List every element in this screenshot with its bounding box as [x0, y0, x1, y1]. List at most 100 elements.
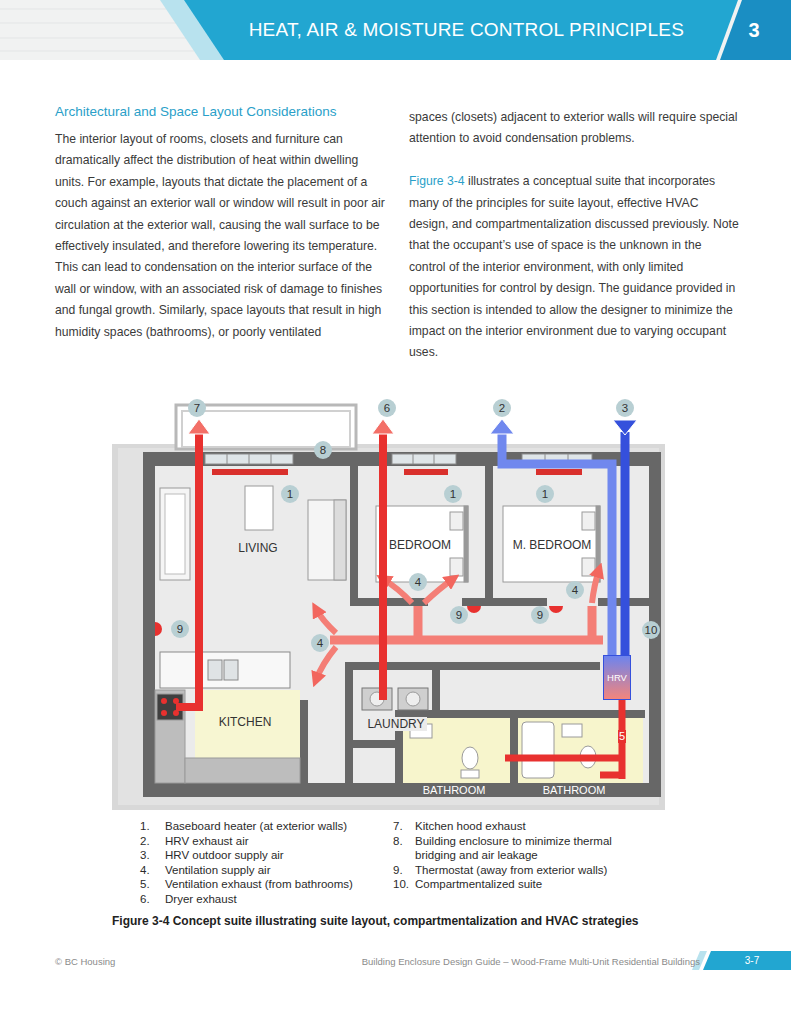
suite-floor	[155, 466, 649, 783]
item-number: 4.	[140, 863, 165, 878]
hrv-exhaust-arrowhead	[490, 419, 514, 434]
walls	[143, 783, 661, 797]
header-band	[0, 0, 791, 60]
furniture	[562, 724, 582, 737]
walls	[350, 466, 358, 598]
figure-caption: Figure 3-4 Concept suite illustrating su…	[112, 914, 639, 928]
furniture	[582, 558, 595, 576]
walls	[485, 598, 547, 606]
furniture	[185, 758, 300, 783]
callout-number: 4	[311, 634, 329, 652]
thermostats	[155, 622, 162, 636]
hrv-exhaust-duct	[502, 432, 612, 655]
room-name: BEDROOM	[389, 538, 451, 552]
furniture	[334, 500, 346, 580]
callout-number: 4	[409, 573, 427, 591]
callout-number: 7	[188, 399, 206, 417]
stove-burners	[161, 698, 167, 704]
furniture	[376, 506, 468, 582]
furniture	[522, 722, 554, 778]
walls	[143, 452, 155, 797]
exhaust-arrowheads	[372, 419, 394, 434]
bathroom-exhaust-duct	[505, 700, 625, 779]
body-text: illustrates a conceptual suite that inco…	[409, 174, 739, 359]
supply-arrows	[592, 570, 599, 603]
footer-tag	[692, 951, 791, 970]
item-text: Kitchen hood exhaust	[415, 819, 640, 834]
walls	[395, 710, 645, 718]
furniture	[450, 512, 463, 530]
callout-number: 9	[171, 620, 189, 638]
legend-item: 8.Building enclosure to minimize thermal…	[393, 834, 640, 863]
item-text: HRV exhaust air	[165, 834, 400, 849]
hrv-supply-duct	[621, 432, 630, 655]
node-text: KITCHEN	[219, 715, 272, 729]
thermostats	[155, 606, 563, 636]
walls	[353, 740, 395, 748]
footer-copyright: © BC Housing	[55, 956, 115, 967]
supply-arrows	[316, 570, 599, 680]
furniture	[160, 488, 190, 580]
furniture	[224, 660, 238, 680]
text-column: spaces (closets) adjacent to exterior wa…	[409, 107, 741, 385]
header-band	[720, 0, 791, 60]
callout-number: 9	[531, 606, 549, 624]
baseboard-heaters	[212, 469, 288, 475]
room-name: LAUNDRY	[365, 717, 426, 731]
callout-number: 2	[493, 399, 511, 417]
footer-tag	[703, 951, 791, 970]
callout-number: 5	[618, 730, 626, 743]
bathroom-exhaust-duct	[505, 700, 625, 779]
hrv-exhaust-duct	[502, 432, 612, 655]
body-paragraph: Figure 3-4 illustrates a conceptual suit…	[409, 171, 741, 364]
callout-number: 4	[566, 581, 584, 599]
item-number: 5.	[140, 877, 165, 892]
thermostats	[549, 606, 563, 613]
body-paragraph: The interior layout of rooms, closets an…	[55, 129, 385, 343]
supply-arrows	[316, 609, 336, 633]
supply-arrows	[424, 579, 453, 603]
item-text: Thermostat (away from exterior walls)	[415, 863, 640, 878]
hrv-unit: HRV	[603, 655, 631, 700]
header-band	[184, 0, 738, 60]
walls	[300, 700, 308, 783]
legend-list: 7.Kitchen hood exhaust8.Building enclosu…	[393, 819, 640, 892]
node-text: M. BEDROOM	[513, 538, 592, 552]
furniture	[160, 652, 290, 688]
legend-item: 2.HRV exhaust air	[140, 834, 400, 849]
item-number: 6.	[140, 892, 165, 907]
baseboard-heaters	[404, 469, 448, 475]
floor-slab	[112, 444, 665, 810]
supply-duct	[330, 606, 603, 640]
hrv-exhaust-arrowhead	[490, 419, 514, 434]
legend-list: 1.Baseboard heater (at exterior walls)2.…	[140, 819, 400, 906]
callout-number: 1	[281, 485, 299, 503]
item-number: 2.	[140, 834, 165, 849]
furniture	[462, 747, 478, 769]
furniture	[208, 660, 222, 680]
walls	[510, 718, 518, 783]
figure-reference: Figure 3-4	[409, 174, 465, 188]
legend-item: 4.Ventilation supply air	[140, 863, 400, 878]
legend-item: 1.Baseboard heater (at exterior walls)	[140, 819, 400, 834]
room-name: BATHROOM	[421, 784, 488, 796]
exhaust-arrowheads	[188, 419, 394, 434]
body-paragraph: spaces (closets) adjacent to exterior wa…	[409, 107, 741, 150]
callout-number: 8	[314, 441, 332, 459]
hrv-supply-arrowhead	[613, 420, 637, 435]
walls	[345, 662, 353, 783]
item-text: Ventilation supply air	[165, 863, 400, 878]
furniture	[398, 688, 428, 710]
kitchen-exhaust-duct	[176, 432, 199, 707]
page-number: 3-7	[745, 955, 759, 966]
footer-title: Building Enclosure Design Guide – Wood-F…	[362, 956, 700, 967]
header-title: HEAT, AIR & MOISTURE CONTROL PRINCIPLES	[249, 19, 684, 41]
legend-item: 3.HRV outdoor supply air	[140, 848, 400, 863]
legend-item: 6.Dryer exhaust	[140, 892, 400, 907]
header-band	[0, 0, 791, 60]
floor-slab	[112, 444, 665, 810]
walls	[350, 598, 428, 606]
furniture	[461, 770, 479, 778]
node-text: BATHROOM	[423, 784, 486, 796]
